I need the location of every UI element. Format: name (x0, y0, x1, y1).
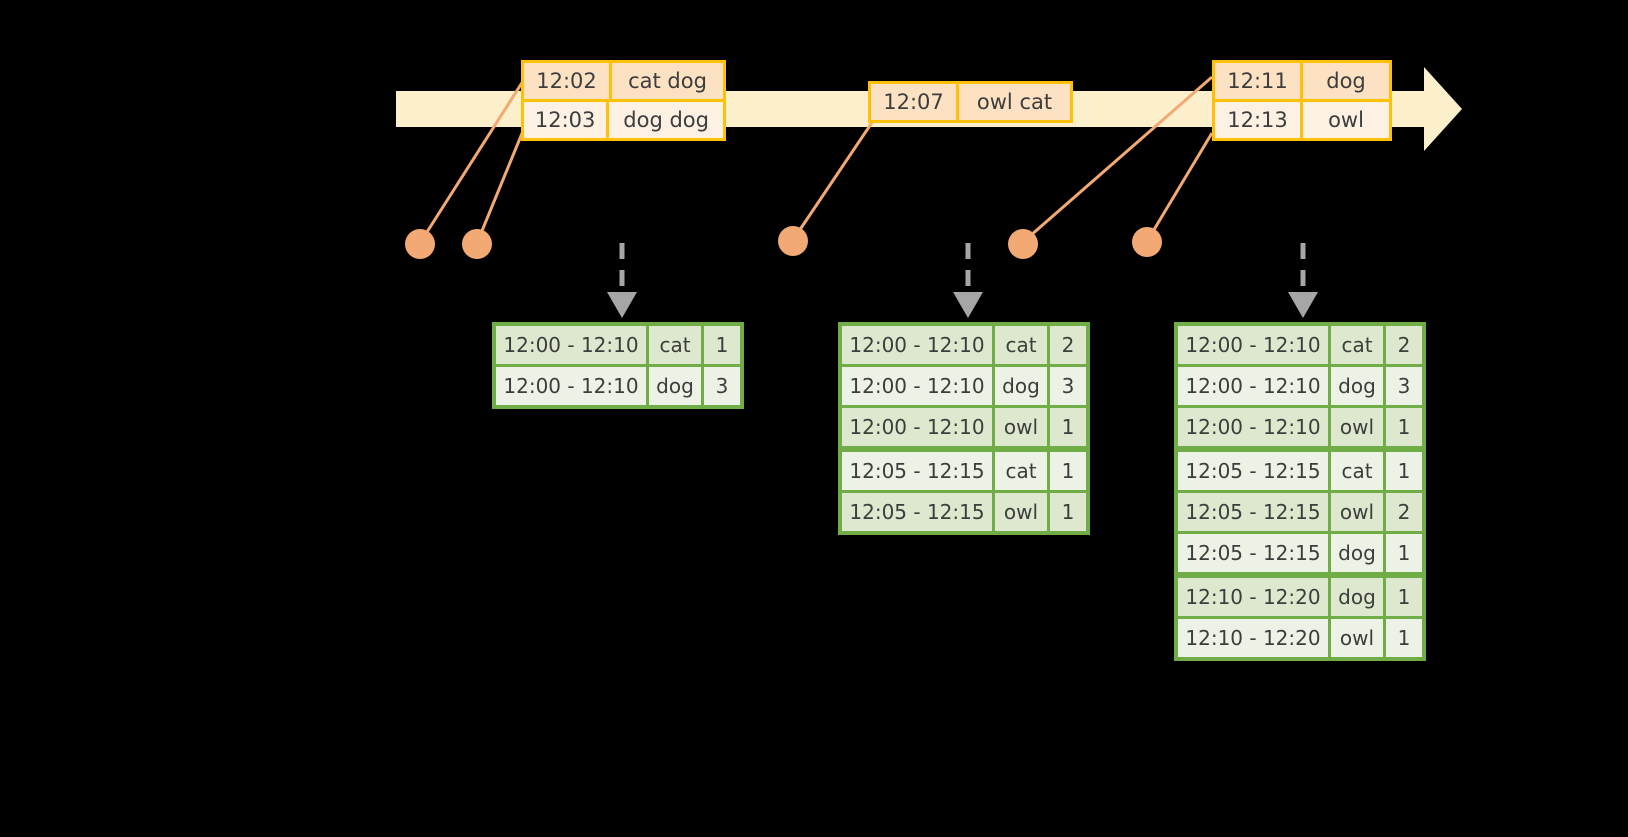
result-count: 1 (1386, 452, 1422, 490)
result-window: 12:00 - 12:10 (842, 408, 992, 446)
event-dot-1203 (462, 229, 492, 259)
result-window: 12:00 - 12:10 (496, 326, 646, 364)
result-count: 1 (1050, 408, 1086, 446)
result-window: 12:00 - 12:10 (1178, 326, 1328, 364)
event-dots (405, 226, 1162, 259)
result-word: owl (1331, 408, 1383, 446)
event-words: dog dog (609, 102, 723, 138)
connector-1202 (418, 77, 527, 244)
result-window: 12:05 - 12:15 (1178, 534, 1328, 572)
event-connectors (418, 75, 1214, 245)
result-word: dog (1331, 578, 1383, 616)
result-count: 1 (1386, 619, 1422, 657)
result-window: 12:00 - 12:10 (1178, 367, 1328, 405)
result-word: dog (1331, 534, 1383, 572)
result-window: 12:00 - 12:10 (842, 326, 992, 364)
result-count: 1 (1050, 452, 1086, 490)
result-count: 2 (1386, 326, 1422, 364)
result-word: cat (995, 452, 1047, 490)
result-count: 3 (1050, 367, 1086, 405)
flow-arrow-head-3 (1288, 292, 1318, 318)
result-window: 12:05 - 12:15 (842, 452, 992, 490)
result-window: 12:05 - 12:15 (1178, 493, 1328, 531)
result-word: owl (1331, 619, 1383, 657)
flow-arrow-head-2 (953, 292, 983, 318)
event-words: cat dog (612, 63, 723, 99)
result-window: 12:00 - 12:10 (842, 367, 992, 405)
result-count: 1 (1050, 493, 1086, 531)
connector-1211 (1021, 75, 1213, 245)
event-words: dog (1303, 63, 1389, 99)
event-timestamp: 12:11 (1215, 63, 1303, 99)
connector-1207 (791, 117, 877, 241)
event-timestamp: 12:02 (524, 63, 612, 99)
event-dot-1207 (778, 226, 808, 256)
result-word: owl (995, 493, 1047, 531)
result-count: 3 (1386, 367, 1422, 405)
result-word: cat (1331, 326, 1383, 364)
result-count: 1 (1386, 534, 1422, 572)
result-window: 12:05 - 12:15 (1178, 452, 1328, 490)
flow-arrow-heads (607, 292, 1318, 318)
result-word: dog (649, 367, 701, 405)
event-timestamp: 12:13 (1215, 102, 1303, 138)
result-window: 12:10 - 12:20 (1178, 578, 1328, 616)
connector-1203 (475, 130, 525, 244)
result-count: 2 (1386, 493, 1422, 531)
event-words: owl (1303, 102, 1389, 138)
result-count: 1 (1386, 408, 1422, 446)
event-dot-1213 (1132, 227, 1162, 257)
result-window: 12:05 - 12:15 (842, 493, 992, 531)
result-window: 12:00 - 12:10 (1178, 408, 1328, 446)
result-word: owl (1331, 493, 1383, 531)
result-window: 12:10 - 12:20 (1178, 619, 1328, 657)
event-dot-1211 (1008, 229, 1038, 259)
result-count: 3 (704, 367, 740, 405)
event-timestamp: 12:03 (524, 102, 610, 138)
result-count: 1 (704, 326, 740, 364)
event-words: owl cat (959, 84, 1070, 120)
result-word: dog (995, 367, 1047, 405)
flow-arrow-head-1 (607, 292, 637, 318)
result-count: 2 (1050, 326, 1086, 364)
result-word: cat (995, 326, 1047, 364)
event-dot-1202 (405, 229, 435, 259)
result-word: cat (1331, 452, 1383, 490)
result-word: cat (649, 326, 701, 364)
result-count: 1 (1386, 578, 1422, 616)
result-word: dog (1331, 367, 1383, 405)
result-window: 12:00 - 12:10 (496, 367, 646, 405)
event-timestamp: 12:07 (871, 84, 959, 120)
flow-arrows (619, 243, 1306, 296)
result-word: owl (995, 408, 1047, 446)
connector-1213 (1144, 132, 1214, 244)
